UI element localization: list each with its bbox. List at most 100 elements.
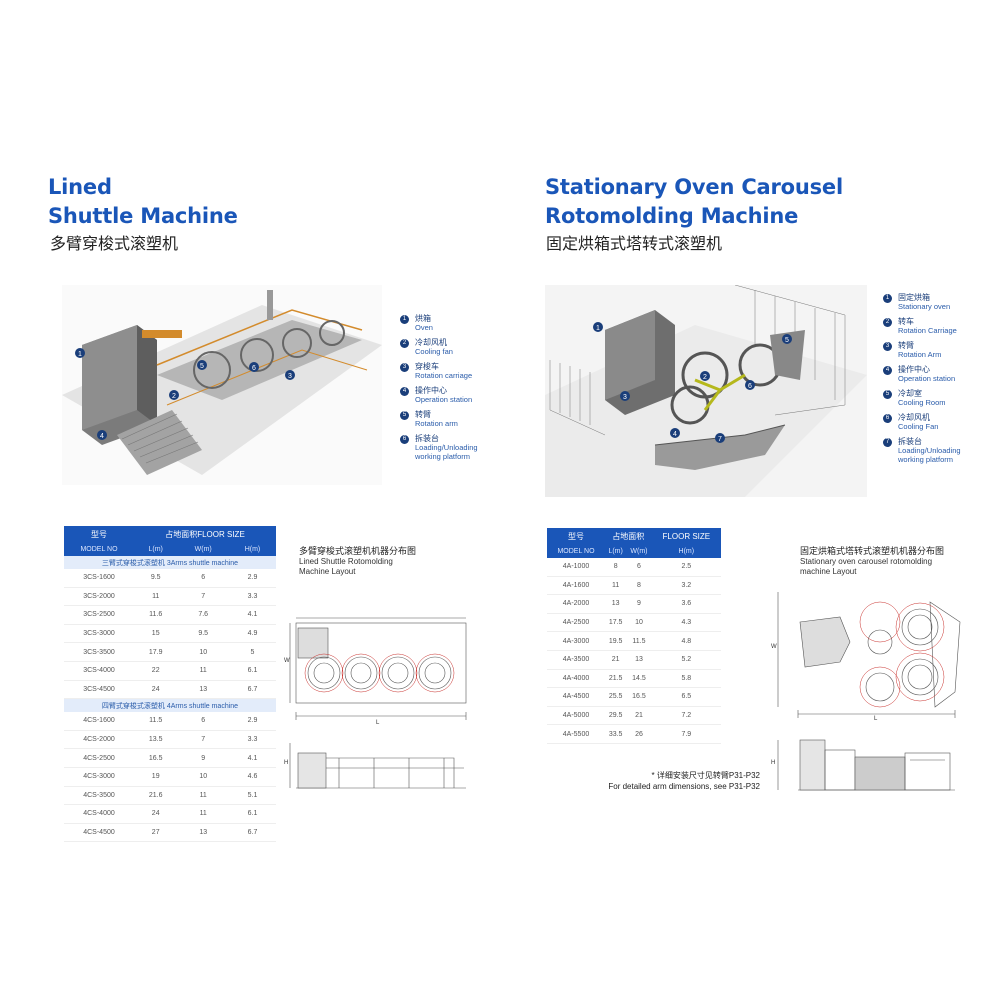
shuttle-layout-plan-drawing: L W (284, 608, 474, 728)
length-cell: 33.5 (605, 724, 627, 744)
width-cell: 10 (177, 642, 230, 662)
legend-cn: 转臂 (898, 341, 914, 350)
layout-title-cn: 固定烘箱式塔转式滚塑机机器分布图 (800, 546, 945, 556)
shuttle-layout-elevation-drawing: H (284, 738, 474, 798)
numbered-marker-icon: 7 (883, 438, 892, 447)
length-cell: 11 (605, 576, 627, 596)
right-spec-table: 型号 占地面积 FLOOR SIZE MODEL NO L(m) W(m) H(… (547, 528, 721, 744)
legend-en: Rotation arm (415, 419, 458, 428)
th-model-en: MODEL NO (547, 544, 605, 558)
length-cell: 13.5 (134, 730, 178, 750)
left-title-line1: Lined (48, 175, 112, 199)
legend-en: Loading/Unloading working platform (898, 446, 961, 464)
note-cn: * 详细安装尺寸见转臂P31-P32 (651, 771, 760, 780)
width-cell: 10 (177, 767, 230, 787)
right-title: Stationary Oven Carousel Rotomolding Mac… (545, 173, 843, 231)
height-cell: 3.2 (651, 576, 721, 596)
numbered-marker-icon: 6 (400, 435, 409, 444)
th-l: L(m) (134, 542, 178, 556)
width-cell: 16.5 (626, 687, 652, 707)
width-cell: 9.5 (177, 624, 230, 644)
height-cell: 4.1 (229, 605, 276, 625)
legend-cn: 穿梭车 (415, 362, 439, 371)
dim-h-label: H (284, 760, 289, 766)
numbered-marker-icon: 3 (400, 363, 409, 372)
height-cell: 5.2 (651, 650, 721, 670)
th-floor: 占地面积FLOOR SIZE (134, 526, 276, 542)
height-cell: 4.9 (229, 624, 276, 644)
model-cell: 3CS-3500 (64, 642, 134, 662)
model-cell: 4CS-4000 (64, 804, 134, 824)
height-cell: 2.5 (651, 558, 721, 577)
length-cell: 17.9 (134, 642, 178, 662)
dim-l-label: L (874, 716, 878, 722)
legend-cn: 固定烘箱 (898, 293, 930, 302)
width-cell: 13 (177, 823, 230, 843)
model-cell: 4CS-3000 (64, 767, 134, 787)
legend-cn: 转车 (898, 317, 914, 326)
legend-cn: 冷却风机 (898, 413, 930, 422)
legend-en: Oven (415, 323, 433, 332)
width-cell: 11 (177, 661, 230, 681)
group-label-4arms: 四臂式穿梭式滚塑机 4Arms shuttle machine (64, 698, 276, 713)
height-cell: 2.9 (229, 712, 276, 731)
svg-text:3: 3 (623, 394, 627, 401)
width-cell: 26 (626, 724, 652, 744)
length-cell: 11 (134, 587, 178, 607)
height-cell: 6.1 (229, 804, 276, 824)
legend-en: Rotation Carriage (898, 326, 957, 335)
length-cell: 21.6 (134, 786, 178, 806)
width-cell: 6 (626, 558, 652, 577)
length-cell: 24 (134, 680, 178, 700)
length-cell: 22 (134, 661, 178, 681)
height-cell: 6.7 (229, 823, 276, 843)
width-cell: 10 (626, 613, 652, 633)
layout-title-en1: Stationary oven carousel rotomolding (800, 557, 933, 566)
length-cell: 17.5 (605, 613, 627, 633)
model-cell: 3CS-3000 (64, 624, 134, 644)
length-cell: 25.5 (605, 687, 627, 707)
svg-text:2: 2 (172, 393, 176, 400)
svg-text:2: 2 (703, 374, 707, 381)
height-cell: 4.3 (651, 613, 721, 633)
carousel-layout-plan-drawing: L W (770, 582, 970, 724)
th-model-cn: 型号 (64, 526, 134, 542)
length-cell: 21.5 (605, 669, 627, 689)
width-cell: 7 (177, 587, 230, 607)
numbered-marker-icon: 2 (883, 318, 892, 327)
length-cell: 29.5 (605, 706, 627, 726)
width-cell: 8 (626, 576, 652, 596)
numbered-marker-icon: 5 (400, 411, 409, 420)
legend-en: Cooling fan (415, 347, 453, 356)
length-cell: 15 (134, 624, 178, 644)
th-h: H(m) (229, 542, 276, 556)
model-cell: 4CS-2000 (64, 730, 134, 750)
model-cell: 3CS-2000 (64, 587, 134, 607)
th-l: L(m) (605, 544, 627, 558)
model-cell: 4A-2500 (547, 613, 605, 633)
carousel-layout-elevation-drawing: H (770, 735, 970, 795)
numbered-marker-icon: 3 (883, 342, 892, 351)
length-cell: 19.5 (605, 631, 627, 651)
left-title-cn: 多臂穿梭式滚塑机 (50, 236, 179, 253)
svg-text:4: 4 (673, 431, 677, 438)
svg-text:7: 7 (718, 436, 722, 443)
right-title-cn: 固定烘箱式塔转式滚塑机 (546, 236, 723, 253)
